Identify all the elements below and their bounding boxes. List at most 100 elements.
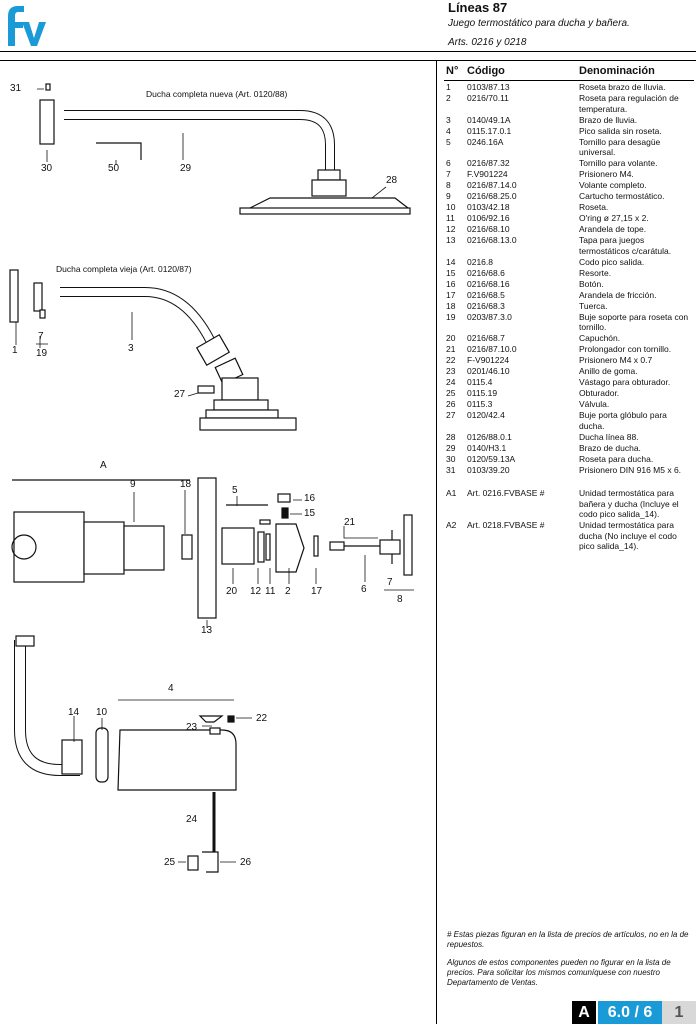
unit-description: Unidad termostática para ducha (No inclu… <box>579 520 677 551</box>
part-description: Prisionero DIN 916 M5 x 6. <box>579 464 682 475</box>
part-description: Arandela de tope. <box>579 224 647 234</box>
part-code: 0216/68.3 <box>467 300 505 311</box>
col-header-no: N° <box>446 65 459 77</box>
part-description: Botón. <box>579 278 604 289</box>
part-number: 18 <box>446 300 456 311</box>
badge-letter: A <box>572 1001 596 1024</box>
part-description: Codo pico salida. <box>579 256 645 267</box>
part-number: 4 <box>446 125 451 136</box>
part-code: 0103/87.13 <box>467 82 510 92</box>
part-description: Tornillo para desagüe universal. <box>579 136 661 158</box>
part-code: 0216.8 <box>467 256 493 267</box>
header-rule <box>0 51 696 52</box>
part-description: Capuchón. <box>579 333 621 343</box>
part-number: 20 <box>446 333 456 343</box>
part-description: Arandela de fricción. <box>579 289 657 300</box>
part-number: 8 <box>446 180 451 190</box>
callout-9: 9 <box>130 479 136 490</box>
callout-26: 26 <box>240 857 252 868</box>
callout-7a: 7 <box>38 331 44 342</box>
part-code: F-V901224 <box>467 355 510 365</box>
part-description: Roseta brazo de lluvia. <box>579 82 666 92</box>
part-description: Brazo de ducha. <box>579 442 641 453</box>
footnote-sales-dept: Algunos de estos componentes pueden no f… <box>447 958 671 987</box>
part-code: 0106/92.16 <box>467 213 510 223</box>
part-code: 0120/42.4 <box>467 410 505 420</box>
callout-22: 22 <box>256 713 268 724</box>
part-code: 0216/68.13.0 <box>467 235 517 245</box>
part-description: Resorte. <box>579 267 612 278</box>
part-code: 0115.4 <box>467 377 493 387</box>
part-description: Buje porta glóbulo para ducha. <box>579 410 667 431</box>
part-number: 15 <box>446 267 456 278</box>
caption-old-shower: Ducha completa vieja (Art. 0120/87) <box>56 264 192 274</box>
page-subtitle: Juego termostático para ducha y bañera. <box>448 18 630 29</box>
part-number: 9 <box>446 191 451 201</box>
part-number: 10 <box>446 202 456 212</box>
part-code: 0126/88.0.1 <box>467 431 512 442</box>
callout-24: 24 <box>186 814 198 825</box>
part-number: 26 <box>446 399 456 409</box>
callout-1: 1 <box>12 345 18 356</box>
part-description: Obturador. <box>579 388 620 398</box>
callout-6: 6 <box>361 584 367 595</box>
callout-16: 16 <box>304 493 316 504</box>
part-description: Anillo de goma. <box>579 366 638 376</box>
part-description: Pico salida sin roseta. <box>579 125 662 136</box>
part-code: 0103/39.20 <box>467 464 510 475</box>
callout-14: 14 <box>68 707 80 718</box>
callout-8: 8 <box>397 594 403 605</box>
part-number: 30 <box>446 453 456 464</box>
part-code: 0216/68.25.0 <box>467 191 517 201</box>
part-number: 21 <box>446 344 456 354</box>
exploded-diagram-drawing <box>9 83 414 873</box>
part-code: 0140/49.1A <box>467 114 511 125</box>
callout-23: 23 <box>186 722 198 733</box>
callout-28: 28 <box>386 175 398 186</box>
part-description: Volante completo. <box>579 180 647 190</box>
part-code: 0120/59.13A <box>467 453 516 464</box>
footnote-price-list: # Estas piezas figuran en la lista de pr… <box>447 930 689 949</box>
callout-4: 4 <box>168 683 174 694</box>
part-description: Ducha línea 88. <box>579 431 639 442</box>
callout-12: 12 <box>250 586 262 597</box>
part-code: 0103/42.18 <box>467 202 510 212</box>
part-code: 0115.17.0.1 <box>467 125 512 136</box>
part-number: 27 <box>446 410 456 420</box>
callout-5: 5 <box>232 485 238 496</box>
part-number: 23 <box>446 366 456 376</box>
part-number: 17 <box>446 289 456 300</box>
badge-page: 1 <box>662 1001 696 1024</box>
caption-new-shower: Ducha completa nueva (Art. 0120/88) <box>146 89 288 99</box>
part-description: Brazo de lluvia. <box>579 114 638 125</box>
callout-20: 20 <box>226 586 238 597</box>
part-number: 6 <box>446 158 451 168</box>
part-code: 0216/68.5 <box>467 289 505 300</box>
table-row: 3 0140/49.1A Brazo de lluvia. <box>444 115 694 126</box>
callout-13: 13 <box>201 625 213 636</box>
callout-A: A <box>100 460 107 471</box>
part-number: 19 <box>446 311 456 322</box>
part-number: 3 <box>446 114 451 125</box>
part-code: 0216/87.10.0 <box>467 344 517 354</box>
table-row: 17 0216/68.5 Arandela de fricción. <box>444 290 694 301</box>
callout-2: 2 <box>285 586 291 597</box>
exploded-diagram: Ducha completa nueva (Art. 0120/88) Duch… <box>0 61 436 1024</box>
articles-label: Arts. 0216 y 0218 <box>448 37 527 48</box>
part-code: 0216/68.6 <box>467 267 505 278</box>
